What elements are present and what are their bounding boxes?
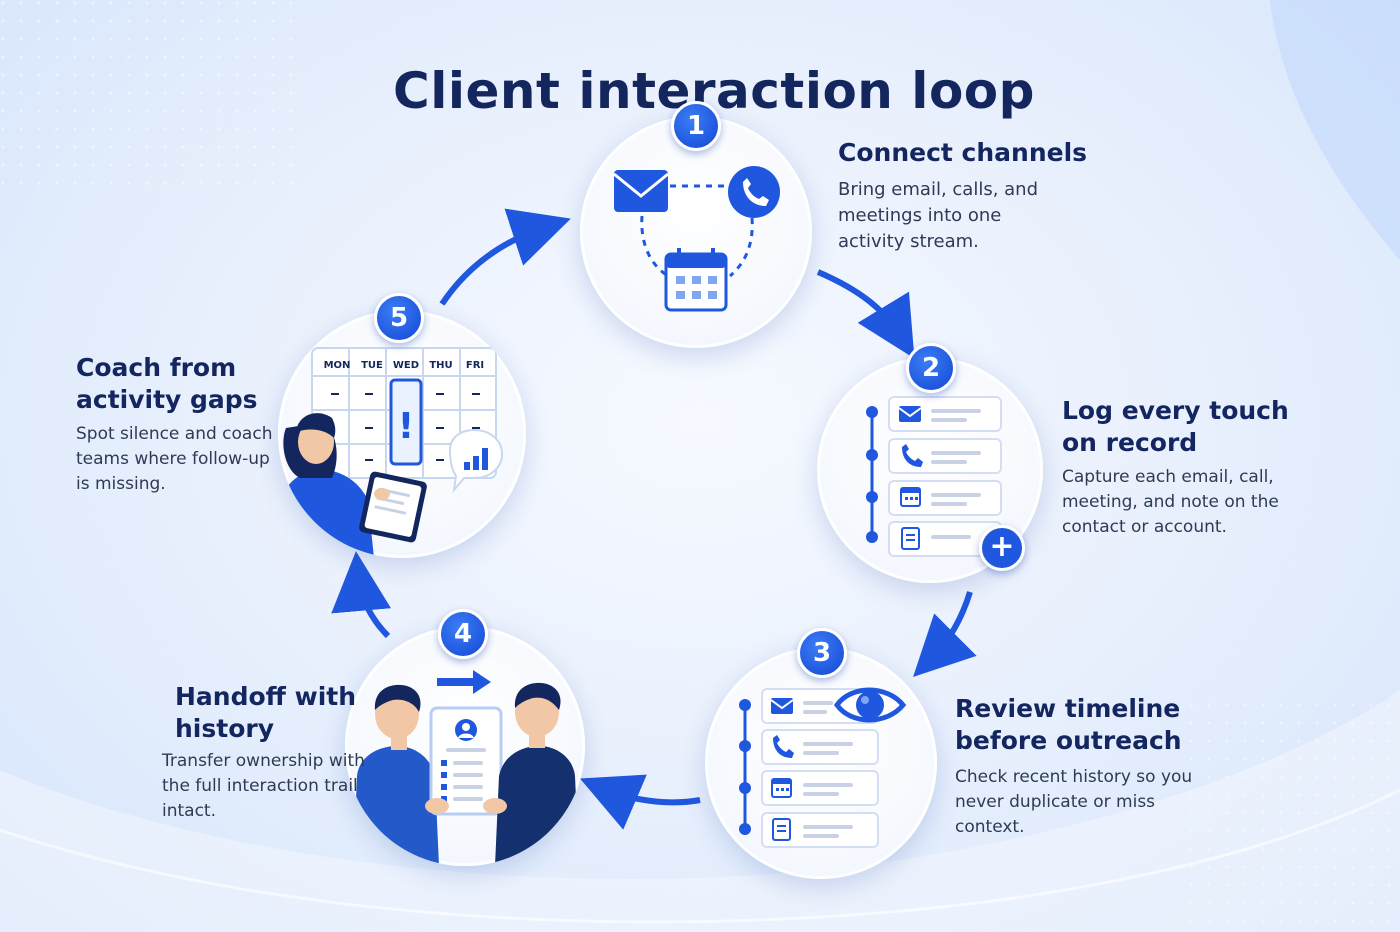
day-mon: MON bbox=[324, 360, 351, 371]
step-3-badge: 3 bbox=[797, 628, 847, 678]
step-2-title: Log every touch on record bbox=[1062, 396, 1289, 457]
phone-icon bbox=[773, 735, 794, 758]
day-wed: WED bbox=[393, 360, 419, 371]
calendar-icon bbox=[900, 487, 921, 507]
calendar-icon bbox=[664, 248, 728, 312]
step-3-circle bbox=[705, 647, 937, 879]
step-5-description: Spot silence and coach teams where follo… bbox=[76, 424, 273, 494]
bar-chart-icon bbox=[448, 428, 504, 494]
timeline-row-meeting bbox=[739, 770, 879, 806]
email-icon bbox=[898, 406, 922, 422]
note-icon bbox=[901, 527, 920, 550]
timeline-row-note bbox=[739, 812, 879, 848]
step-1-circle bbox=[580, 116, 812, 348]
alert-icon: ! bbox=[398, 406, 414, 447]
step-4-title: Handoff with history bbox=[175, 682, 357, 743]
day-fri: FRI bbox=[466, 360, 484, 371]
note-icon bbox=[772, 818, 791, 841]
step-3-description: Check recent history so you never duplic… bbox=[955, 767, 1193, 837]
step-1-description: Bring email, calls, and meetings into on… bbox=[838, 179, 1039, 252]
arrow-right-icon bbox=[437, 670, 491, 694]
phone-icon bbox=[728, 166, 780, 218]
tablet-icon bbox=[359, 471, 427, 543]
calendar-icon bbox=[771, 778, 792, 798]
step-3-title: Review timeline before outreach bbox=[955, 694, 1182, 755]
day-tue: TUE bbox=[361, 360, 383, 371]
timeline-row-meeting bbox=[866, 480, 1002, 516]
email-icon bbox=[770, 698, 794, 714]
email-icon bbox=[613, 170, 669, 212]
step-5-badge: 5 bbox=[374, 293, 424, 343]
step-4-circle bbox=[345, 626, 585, 866]
step-5-circle: MON TUE WED THU FRI ! bbox=[278, 310, 526, 558]
timeline-row-call bbox=[866, 438, 1002, 474]
plus-icon[interactable]: + bbox=[979, 525, 1025, 571]
person-icon bbox=[280, 413, 374, 558]
timeline-row-call bbox=[739, 729, 879, 765]
step-5-title: Coach from activity gaps bbox=[76, 353, 258, 414]
phone-icon bbox=[902, 444, 923, 467]
step-2-badge: 2 bbox=[906, 343, 956, 393]
person-icon-right bbox=[483, 682, 579, 866]
step-4-description: Transfer ownership with the full interac… bbox=[162, 751, 365, 821]
document-icon bbox=[429, 706, 503, 816]
step-2-description: Capture each email, call, meeting, and n… bbox=[1062, 467, 1279, 537]
day-thu: THU bbox=[429, 360, 452, 371]
step-1-title: Connect channels bbox=[838, 138, 1088, 167]
step-4-badge: 4 bbox=[438, 609, 488, 659]
step-1-badge: 1 bbox=[671, 101, 721, 151]
person-icon-left bbox=[353, 684, 439, 866]
eye-icon bbox=[833, 687, 907, 723]
timeline-row-email bbox=[866, 396, 1002, 432]
